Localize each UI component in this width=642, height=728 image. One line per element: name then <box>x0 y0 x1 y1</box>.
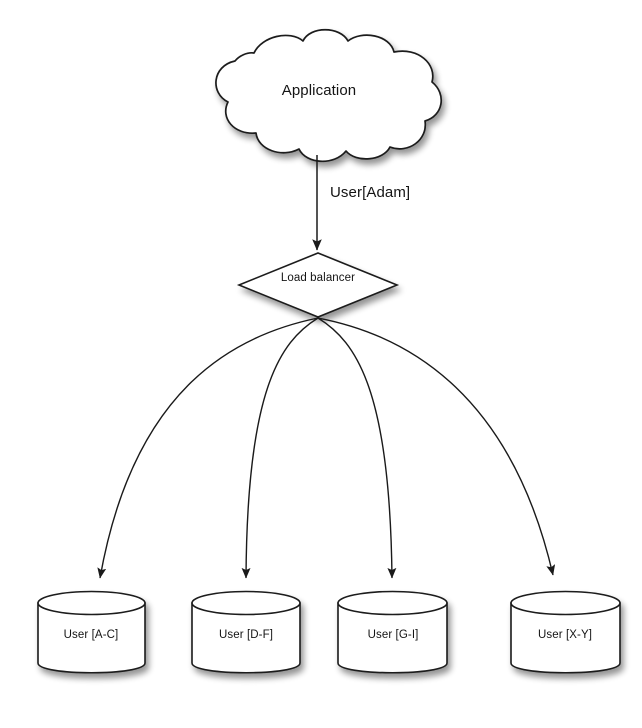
node-application-cloud[interactable] <box>215 28 442 163</box>
node-database-0[interactable] <box>37 590 146 674</box>
edge-lb-to-db-0 <box>97 317 319 579</box>
node-database-1[interactable] <box>191 590 301 674</box>
node-database-2[interactable] <box>337 590 448 674</box>
edge-lb-to-db-3 <box>317 317 556 576</box>
edge-group-load-balancer-to-databases <box>97 317 556 579</box>
node-database-3[interactable] <box>510 590 621 674</box>
edge-lb-to-db-1 <box>241 317 319 579</box>
node-load-balancer-diamond[interactable] <box>236 252 400 318</box>
edge-lb-to-db-2 <box>317 317 397 579</box>
